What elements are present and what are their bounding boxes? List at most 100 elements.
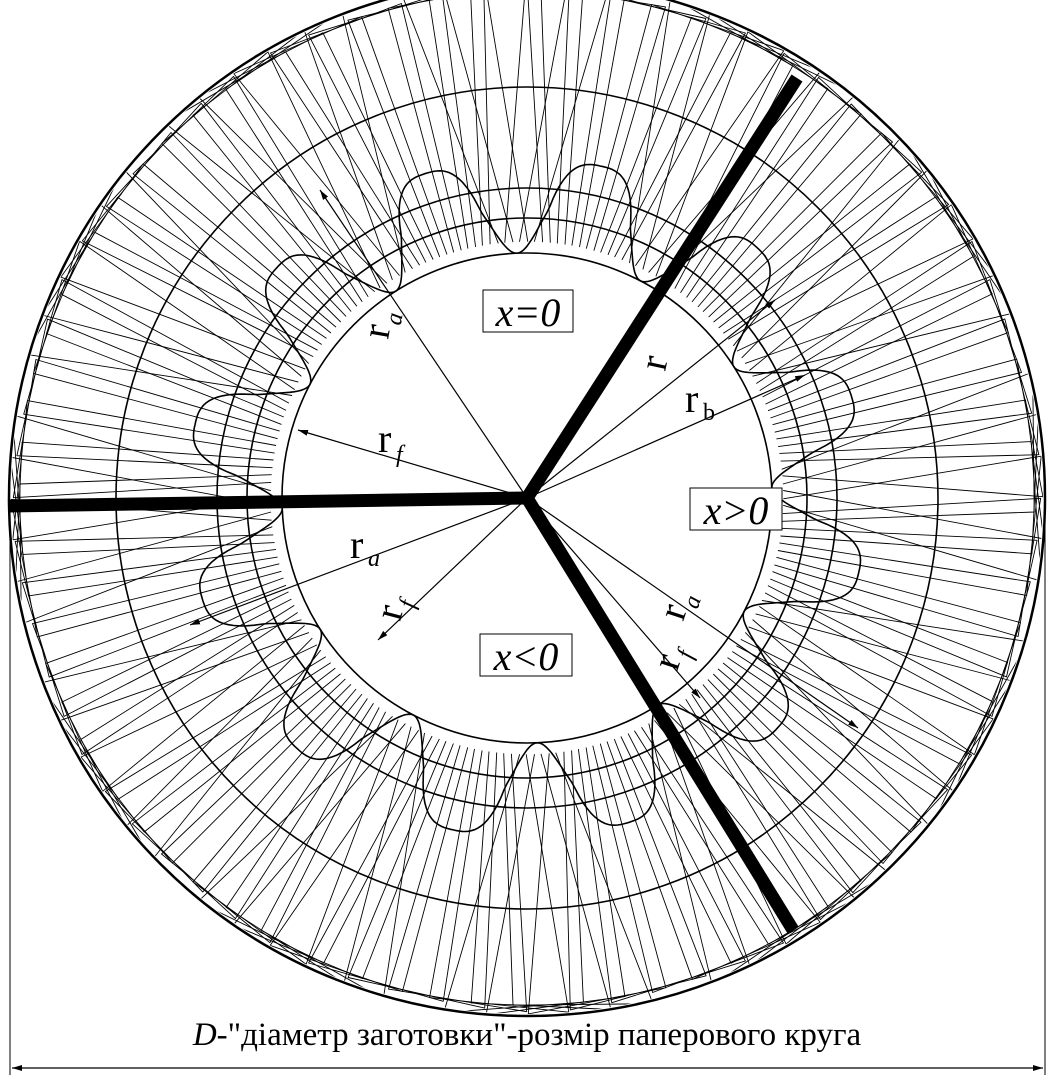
zone-label-top: x=0 xyxy=(495,290,561,335)
tool-envelope-curve xyxy=(104,656,363,893)
tool-envelope-curve xyxy=(388,745,528,1013)
tool-envelope-curve xyxy=(781,371,1035,522)
tool-envelope-curve xyxy=(503,752,654,1006)
radius-line-rf-bottom xyxy=(377,497,528,641)
tool-envelope-curve xyxy=(667,52,893,318)
tool-envelope-curve xyxy=(723,196,1015,377)
tool-envelope-curve xyxy=(470,0,611,246)
tool-envelope-curve xyxy=(347,741,498,1009)
tool-envelope-curve xyxy=(198,32,434,284)
label-ra-top-sub: a xyxy=(381,311,409,327)
tool-envelope-curve xyxy=(400,0,551,244)
tool-envelope-curve xyxy=(80,605,322,861)
label-rb: r xyxy=(685,376,698,421)
radius-line-rb xyxy=(526,374,806,499)
tool-envelope-curve xyxy=(779,441,1042,582)
tool-envelope-curve xyxy=(620,712,856,964)
sector-divider-upper-right xyxy=(521,74,803,502)
tool-envelope-curve xyxy=(105,102,358,345)
label-r: r xyxy=(630,351,677,373)
tool-envelope-curve xyxy=(772,358,1043,498)
tool-envelope-curve xyxy=(713,163,996,364)
tool-envelope-curve xyxy=(691,103,950,340)
tool-envelope-curve xyxy=(225,698,412,984)
tool-envelope-curve xyxy=(132,75,369,334)
tool-envelope-curve xyxy=(732,135,974,391)
tool-envelope-curve xyxy=(696,651,949,894)
tool-envelope-curve xyxy=(192,29,393,312)
tool-envelope-curve xyxy=(485,747,626,1014)
caption-text: -"діаметр заготовки"-розмір паперового к… xyxy=(217,1017,862,1053)
tool-envelope-curve xyxy=(685,662,922,921)
tool-envelope-curve xyxy=(707,638,973,864)
zone-label-right: x>0 xyxy=(703,488,769,533)
tool-envelope-curve xyxy=(164,51,420,293)
tool-envelope-curve xyxy=(680,76,923,329)
tool-envelope-curve xyxy=(749,204,1009,419)
label-rf-left: r xyxy=(378,416,391,461)
tool-envelope-curve xyxy=(58,632,341,833)
radius-line-ra-right xyxy=(526,497,859,729)
tool-envelope-curve xyxy=(11,456,278,597)
tool-envelope-curve xyxy=(192,688,399,965)
zone-label-bottom: x<0 xyxy=(493,634,559,679)
radius-line-r xyxy=(526,299,776,499)
sector-divider-left xyxy=(7,491,528,513)
radius-line-rf-right xyxy=(526,497,701,699)
tool-envelope-curve xyxy=(634,703,890,945)
tool-envelope-curve xyxy=(702,132,974,352)
tool-envelope-curve xyxy=(776,399,1043,540)
tool-envelope-curve xyxy=(161,678,387,944)
tool-envelope-curve xyxy=(23,279,290,454)
tool-envelope-curve xyxy=(443,750,584,1013)
tool-envelope-curve xyxy=(770,527,1038,678)
tool-envelope-curve xyxy=(526,0,666,251)
tool-envelope-curve xyxy=(744,585,993,828)
tool-envelope-curve xyxy=(661,684,862,967)
tool-envelope-curve xyxy=(233,16,448,276)
tool-envelope-curve xyxy=(12,414,275,555)
tool-envelope-curve xyxy=(80,644,352,864)
tool-envelope-curve xyxy=(774,497,1042,637)
tool-envelope-curve xyxy=(717,626,994,833)
tool-envelope-curve xyxy=(470,751,612,1010)
tool-envelope-curve xyxy=(727,613,1013,800)
caption-symbol: D xyxy=(192,1017,217,1053)
tool-envelope-curve xyxy=(571,0,746,261)
label-ra-left-sub: a xyxy=(368,546,380,572)
tool-envelope-curve xyxy=(19,474,273,625)
tool-envelope-curve xyxy=(15,441,274,583)
tool-envelope-curve xyxy=(736,600,1029,765)
tool-envelope-curve xyxy=(741,169,993,405)
tool-envelope-curve xyxy=(16,318,284,469)
tool-envelope-curve xyxy=(577,733,746,1004)
radius-line-ra-top xyxy=(319,189,528,499)
tool-envelope-curve xyxy=(585,4,785,266)
tool-envelope-curve xyxy=(232,723,454,980)
tool-envelope-curve xyxy=(429,748,570,1013)
tool-envelope-curve xyxy=(442,0,584,245)
tool-envelope-curve xyxy=(61,591,313,827)
tool-envelope-curve xyxy=(777,455,1042,596)
tool-envelope-curve xyxy=(161,51,381,323)
tool-envelope-curve xyxy=(25,231,318,396)
tool-envelope-curve xyxy=(655,31,862,308)
tool-envelope-curve xyxy=(41,196,327,383)
tool-envelope-curve xyxy=(308,0,477,263)
label-ra-left: r xyxy=(350,522,363,567)
tool-envelope-curve xyxy=(39,619,331,800)
sector-divider-lower-right xyxy=(521,494,799,934)
tool-envelope-curve xyxy=(81,132,347,358)
zone-box-right xyxy=(689,487,783,531)
blank-circle xyxy=(7,0,1047,1018)
tool-envelope-curve xyxy=(428,0,569,249)
tool-envelope-curve xyxy=(606,720,821,980)
tool-envelope-curve xyxy=(21,548,292,717)
tool-envelope-curve xyxy=(269,730,469,992)
tool-envelope-curve xyxy=(260,707,425,1000)
tool-envelope-curve xyxy=(527,743,667,1014)
tool-envelope-curve xyxy=(762,279,1033,448)
label-rf-left-sub: f xyxy=(396,442,406,468)
tool-envelope-curve xyxy=(648,694,829,986)
